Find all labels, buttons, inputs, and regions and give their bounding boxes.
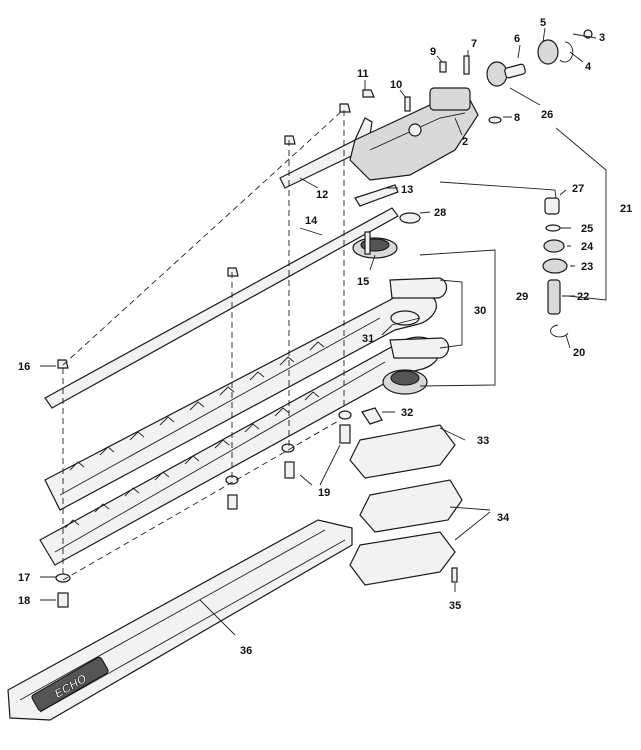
label-6: 6 (514, 33, 520, 45)
washer-25 (545, 224, 561, 232)
connecting-rod-lower (389, 337, 450, 359)
washer-19d (281, 443, 295, 453)
cover-34b (349, 531, 456, 586)
label-23: 23 (581, 261, 593, 273)
nut-11 (362, 89, 375, 98)
label-25: 25 (581, 223, 593, 235)
washer-31 (390, 310, 420, 326)
label-28: 28 (434, 207, 446, 219)
screw-7 (463, 55, 470, 75)
label-21: 21 (620, 203, 632, 215)
snap-ring-4 (559, 41, 574, 63)
label-35: 35 (449, 600, 461, 612)
label-7: 7 (471, 38, 477, 50)
label-30: 30 (474, 305, 486, 317)
label-26: 26 (541, 109, 553, 121)
bolt-19a (339, 424, 351, 444)
label-11: 11 (357, 68, 369, 80)
bearing-23 (542, 258, 568, 274)
label-22: 22 (577, 291, 589, 303)
gear-26 (486, 61, 508, 87)
label-36: 36 (240, 645, 252, 657)
label-9: 9 (430, 46, 436, 58)
label-18: 18 (18, 595, 30, 607)
washer-28 (399, 212, 421, 224)
label-32: 32 (401, 407, 413, 419)
label-17: 17 (18, 572, 30, 584)
label-14: 14 (305, 215, 318, 227)
label-12: 12 (316, 189, 328, 201)
pinion-24 (543, 239, 565, 253)
label-3: 3 (599, 32, 605, 44)
nut-top-a (339, 103, 351, 113)
bolt-19f (227, 494, 238, 510)
label-20: 20 (573, 347, 585, 359)
snap-ring-20 (550, 324, 569, 338)
nut-16 (57, 359, 69, 369)
label-15: 15 (357, 276, 369, 288)
bolt-19b (284, 461, 295, 479)
nut-top-b (284, 135, 296, 145)
screw-15 (364, 231, 371, 255)
blade-guide-bar (44, 207, 399, 409)
label-13: 13 (401, 184, 413, 196)
label-34: 34 (497, 512, 510, 524)
gasket-33 (349, 424, 456, 479)
screw-9 (439, 61, 447, 73)
connecting-rod-upper (389, 277, 448, 299)
label-33: 33 (477, 435, 489, 447)
bearing-5 (537, 39, 559, 65)
bushing-27 (544, 197, 560, 215)
nut-top-c (227, 267, 239, 277)
label-29: 29 (516, 291, 528, 303)
label-10: 10 (390, 79, 402, 91)
label-31: 31 (362, 333, 374, 345)
screw-35 (451, 567, 458, 583)
pin-10 (404, 96, 411, 112)
gear-case (349, 87, 479, 181)
label-19: 19 (318, 487, 330, 499)
washer-17 (55, 573, 71, 583)
cover-34a (359, 479, 463, 533)
label-27: 27 (572, 183, 584, 195)
lower-gear (382, 369, 428, 395)
bolt-18 (57, 592, 69, 608)
guard-bar: ECHO (7, 519, 353, 721)
label-2: 2 (462, 136, 468, 148)
shaft-22 (547, 279, 561, 315)
shaft-6 (504, 63, 526, 79)
washer-8 (488, 116, 502, 124)
label-5: 5 (540, 17, 546, 29)
label-8: 8 (514, 112, 520, 124)
washer-19c (338, 410, 352, 420)
label-16: 16 (18, 361, 30, 373)
lower-plate (354, 184, 399, 207)
label-4: 4 (585, 61, 592, 73)
clip-32 (361, 407, 383, 425)
label-24: 24 (581, 241, 594, 253)
